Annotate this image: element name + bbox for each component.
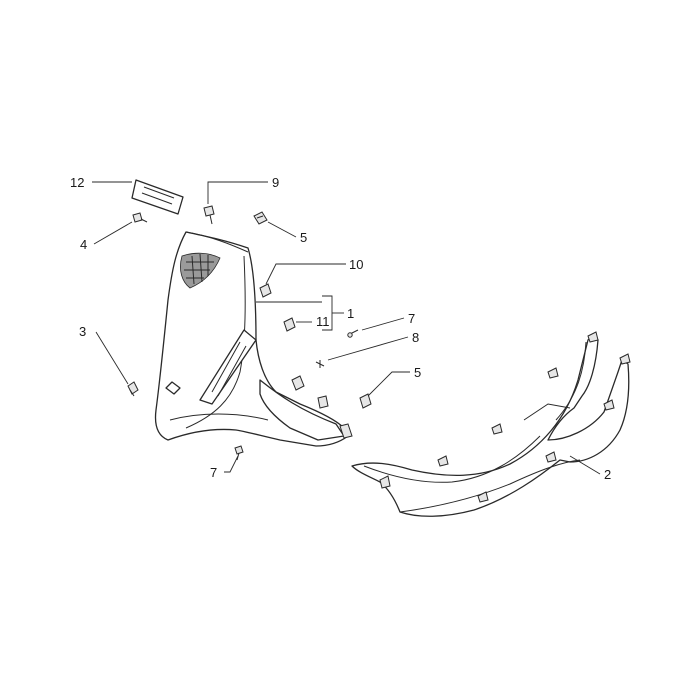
part-3-clip <box>127 381 139 397</box>
callout-1: 1 <box>347 306 354 321</box>
leader-5-lower <box>367 371 410 397</box>
callout-9: 9 <box>272 175 279 190</box>
callout-labels: 12 9 4 5 10 1 11 7 8 3 5 7 2 <box>70 175 611 482</box>
leader-7-lower <box>224 455 239 473</box>
callout-4: 4 <box>80 237 87 252</box>
part-7-screw-upper <box>347 329 359 338</box>
part-2-footboard <box>351 331 631 517</box>
leader-9 <box>207 181 268 204</box>
callout-3: 3 <box>79 324 86 339</box>
leader-4 <box>93 221 133 245</box>
callout-5-lower: 5 <box>414 365 421 380</box>
part-8-washer <box>315 360 325 368</box>
part-4-screw <box>132 212 148 223</box>
callout-8: 8 <box>412 330 419 345</box>
leader-7-upper <box>361 317 405 331</box>
callout-10: 10 <box>349 257 363 272</box>
part-5-clip-lower <box>359 393 372 409</box>
part-9-screw <box>203 205 215 225</box>
callout-7-lower: 7 <box>210 465 217 480</box>
callout-2: 2 <box>604 467 611 482</box>
callout-11: 11 <box>316 314 330 329</box>
leader-lines <box>92 181 601 475</box>
callout-12: 12 <box>70 175 84 190</box>
part-11-clip <box>283 317 296 332</box>
callout-5-upper: 5 <box>300 230 307 245</box>
leader-5-upper <box>267 221 297 238</box>
leader-10 <box>265 263 346 285</box>
part-10-clip <box>259 283 272 298</box>
leader-3 <box>95 331 129 385</box>
callout-7-upper: 7 <box>408 311 415 326</box>
leader-8 <box>327 336 409 361</box>
part-5-clip-upper <box>253 211 268 225</box>
part-1-front-shield <box>154 231 353 447</box>
part-7-screw-lower <box>234 445 244 461</box>
part-12-emblem <box>131 179 184 215</box>
leader-2 <box>569 455 601 475</box>
